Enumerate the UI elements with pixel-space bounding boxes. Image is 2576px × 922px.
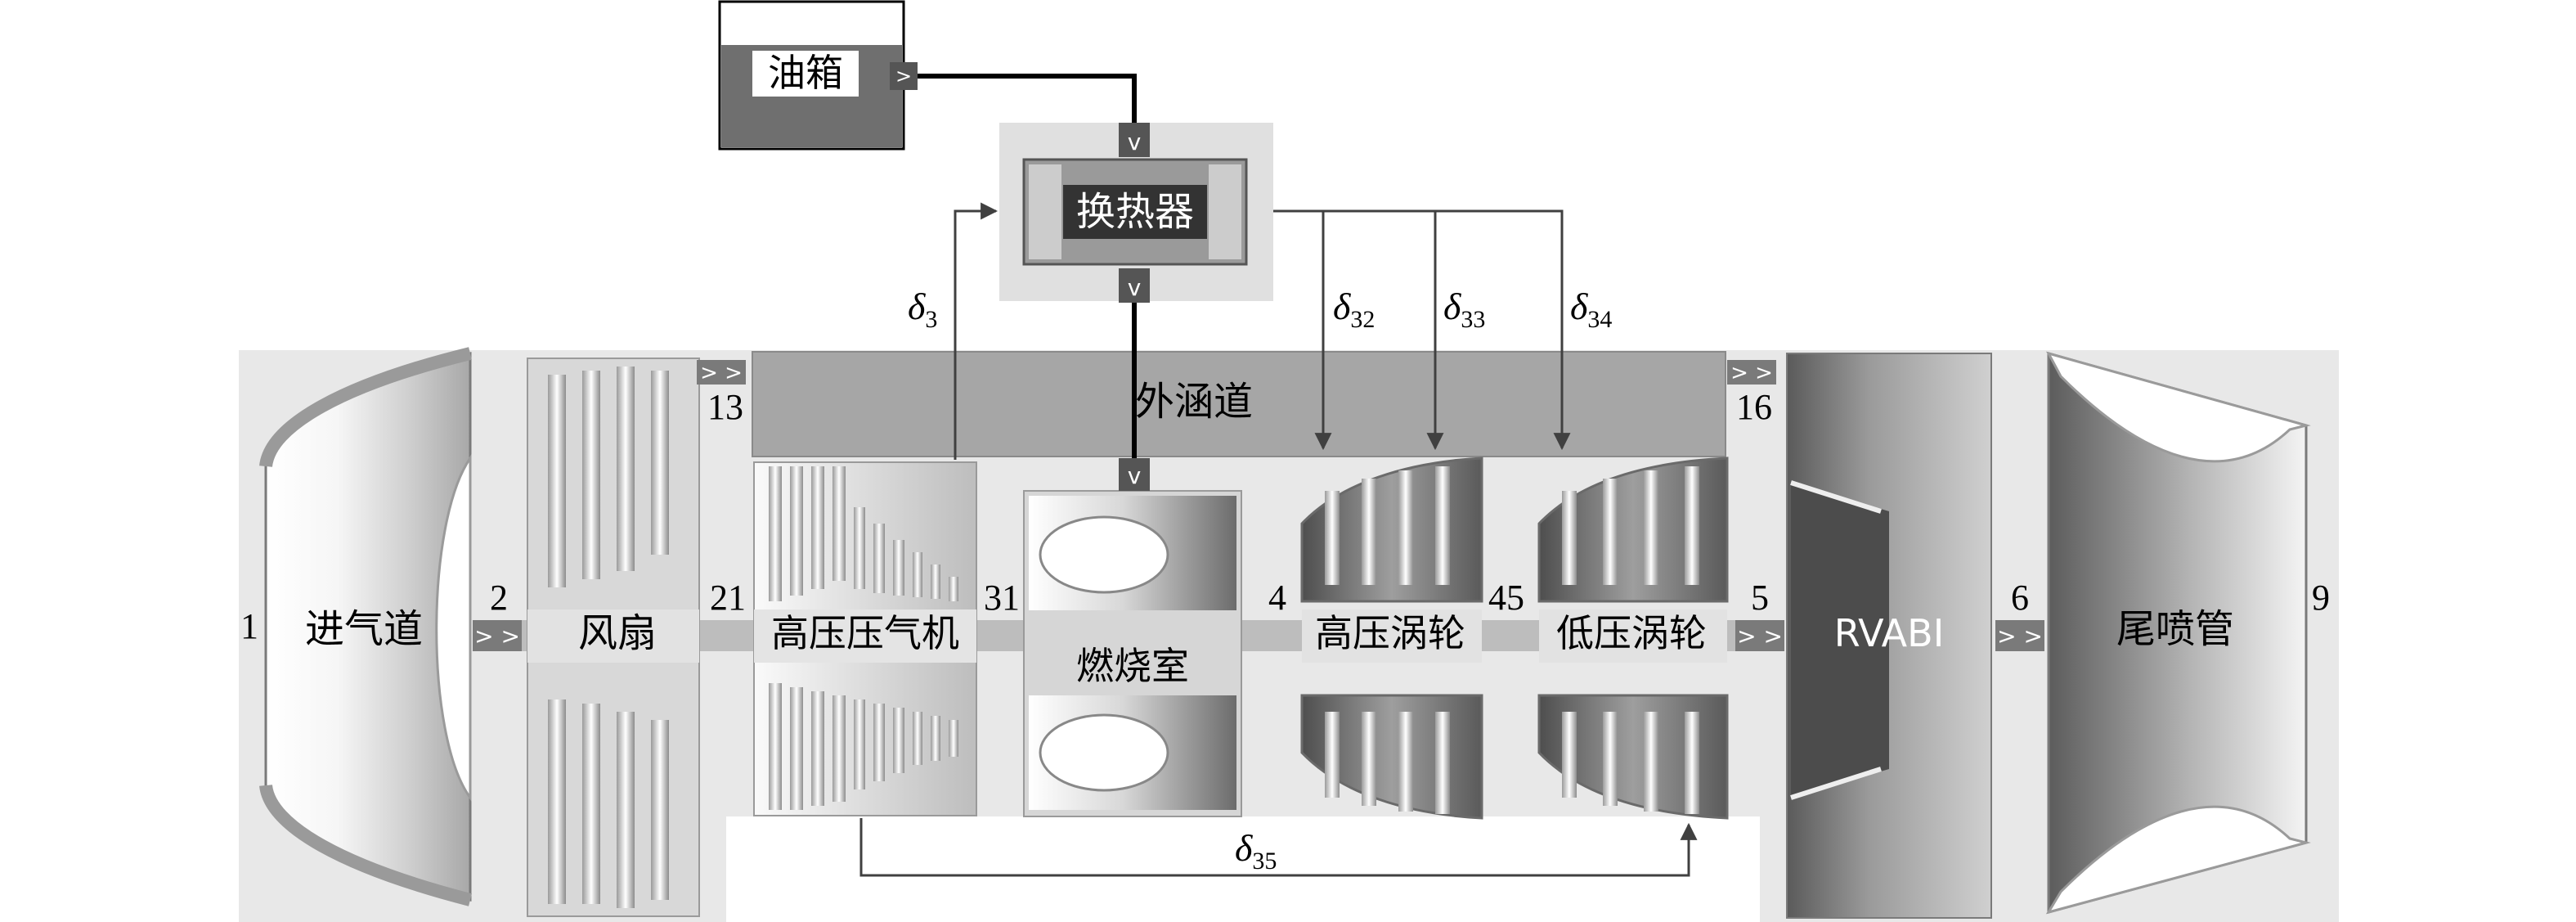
lpt-block: 低压涡轮 — [1537, 457, 1729, 820]
inlet-label: 进气道 — [305, 606, 423, 652]
hpc-blades-bottom — [769, 683, 958, 810]
chevron-right-icon: > > — [1735, 620, 1784, 651]
station-13: 13 — [707, 387, 743, 427]
station-21: 21 — [710, 578, 746, 618]
hpt-blades — [1325, 466, 1450, 814]
rvabi-block: RVABI — [1786, 353, 1992, 919]
svg-text:v: v — [1128, 274, 1142, 301]
inlet-block: 进气道 — [259, 347, 473, 906]
chevron-right-icon: > > — [1995, 620, 2044, 651]
nozzle-block: 尾喷管 — [2045, 351, 2311, 915]
svg-text:> >: > > — [1737, 623, 1783, 650]
flow-label-d34: δ34 — [1570, 286, 1612, 333]
svg-text:> >: > > — [1997, 623, 2043, 650]
station-2: 2 — [490, 578, 508, 618]
chevron-right-icon: > > — [473, 620, 522, 651]
panel-bottom-notch — [726, 816, 1760, 922]
heat-exchanger-label: 换热器 — [1076, 189, 1194, 235]
svg-text:>: > — [895, 65, 912, 88]
svg-text:> >: > > — [1730, 361, 1773, 385]
bypass-duct-label: 外涵道 — [1135, 379, 1253, 425]
station-31: 31 — [984, 578, 1020, 618]
fan-label: 风扇 — [578, 610, 657, 656]
hpc-blades-top — [769, 466, 958, 601]
fan-blades-bottom — [548, 699, 669, 908]
chevron-down-icon: v — [1119, 458, 1150, 491]
lpt-blades — [1562, 466, 1699, 814]
oil-tank-block: 油箱 > — [718, 0, 918, 151]
core-flow-ports: > > > > > > > > > > — [473, 360, 2044, 651]
flow-label-d32: δ32 — [1333, 286, 1375, 333]
station-6: 6 — [2011, 578, 2029, 618]
station-1: 1 — [240, 606, 258, 646]
svg-text:v: v — [1128, 128, 1142, 155]
station-9: 9 — [2312, 578, 2330, 618]
svg-text:> >: > > — [474, 623, 520, 650]
station-5: 5 — [1751, 578, 1769, 618]
combustor-label: 燃烧室 — [1076, 644, 1189, 688]
svg-text:> >: > > — [700, 361, 743, 385]
fan-block: 风扇 — [527, 358, 700, 917]
oil-lines: v — [918, 74, 1150, 491]
hpt-label: 高压涡轮 — [1315, 611, 1465, 655]
hpc-label: 高压压气机 — [771, 611, 959, 655]
hpc-block: 高压压气机 — [753, 461, 977, 816]
chevron-right-icon: > > — [1727, 360, 1776, 385]
flow-label-d35: δ35 — [1235, 827, 1277, 875]
chevron-right-icon: > — [890, 62, 918, 90]
oil-tank-label: 油箱 — [768, 51, 843, 95]
flow-label-d3: δ3 — [908, 286, 937, 333]
fan-blades-top — [548, 367, 669, 587]
flow-label-d33: δ33 — [1443, 286, 1485, 333]
chevron-right-icon: > > — [697, 360, 746, 385]
chevron-down-icon: v — [1119, 123, 1150, 157]
nozzle-label: 尾喷管 — [2116, 606, 2234, 652]
station-16: 16 — [1736, 387, 1772, 427]
station-45: 45 — [1488, 578, 1524, 618]
station-4: 4 — [1268, 578, 1286, 618]
svg-text:v: v — [1128, 462, 1142, 489]
chevron-down-icon: v — [1119, 268, 1150, 303]
heat-exchanger-block: 换热器 v v — [999, 123, 1273, 303]
combustor-block: 燃烧室 — [1023, 490, 1242, 817]
rvabi-label: RVABI — [1834, 611, 1945, 655]
hpt-block: 高压涡轮 — [1300, 457, 1483, 820]
lpt-label: 低压涡轮 — [1556, 611, 1707, 655]
bleed-lines — [859, 202, 1698, 877]
station-labels: 1 2 13 21 31 4 45 5 16 6 9 — [240, 387, 2330, 646]
